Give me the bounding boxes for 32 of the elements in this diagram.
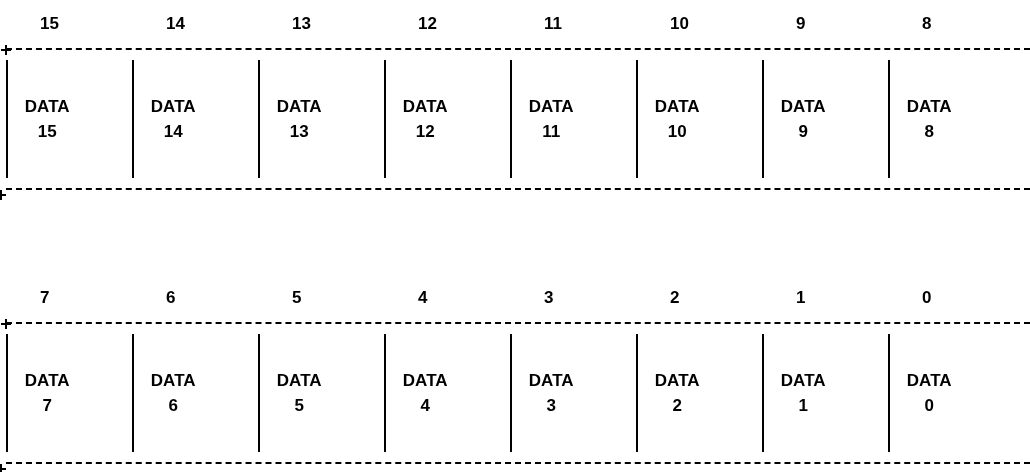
bit-label: DATA 2 <box>653 369 701 417</box>
bit-label: DATA 13 <box>275 95 323 143</box>
bit-label: DATA 7 <box>23 369 71 417</box>
bit-label: DATA 5 <box>275 369 323 417</box>
bit-label: DATA 10 <box>653 95 701 143</box>
bit-number: 13 <box>292 14 311 32</box>
bit-label: DATA 15 <box>23 95 71 143</box>
bit-number: 11 <box>544 14 562 32</box>
bit-label: DATA 9 <box>779 95 827 143</box>
bit-number: 9 <box>796 14 806 32</box>
bit-label: DATA 14 <box>149 95 197 143</box>
bit-number: 8 <box>922 14 932 32</box>
bit-number: 0 <box>922 288 932 306</box>
bit-number: 7 <box>40 288 50 306</box>
bit-label: DATA 4 <box>401 369 449 417</box>
bit-label: DATA 1 <box>779 369 827 417</box>
bit-number: 3 <box>544 288 554 306</box>
bit-number: 5 <box>292 288 302 306</box>
bit-number: 12 <box>418 14 437 32</box>
bit-number: 6 <box>166 288 176 306</box>
bit-number: 15 <box>40 14 59 32</box>
bit-label: DATA 11 <box>527 95 575 143</box>
bit-label: DATA 0 <box>905 369 953 417</box>
bit-number: 14 <box>166 14 185 32</box>
bit-label: DATA 6 <box>149 369 197 417</box>
bit-number: 10 <box>670 14 689 32</box>
bit-number: 4 <box>418 288 428 306</box>
bit-label: DATA 12 <box>401 95 449 143</box>
bit-number: 2 <box>670 288 680 306</box>
bit-number: 1 <box>796 288 806 306</box>
bit-label: DATA 3 <box>527 369 575 417</box>
bit-label: DATA 8 <box>905 95 953 143</box>
